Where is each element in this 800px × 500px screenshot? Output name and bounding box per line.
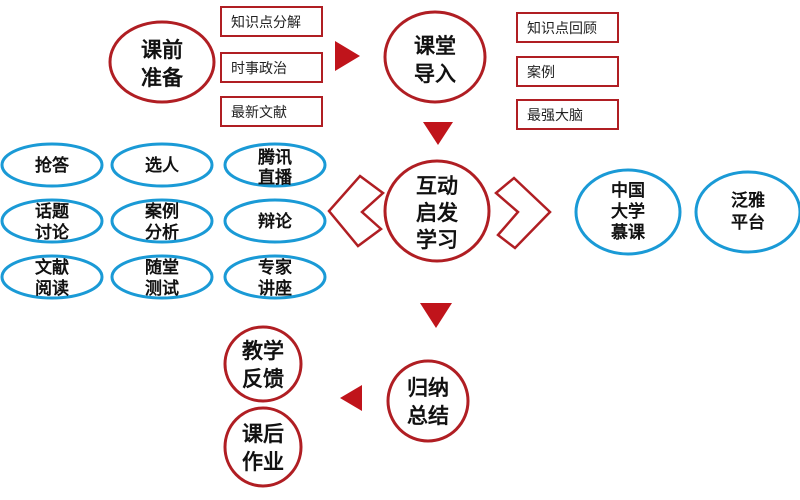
platform-label: 大学 bbox=[611, 201, 645, 222]
activity-label: 测试 bbox=[145, 278, 179, 299]
activity-ellipse bbox=[110, 198, 214, 244]
activity-ellipse bbox=[0, 198, 104, 244]
node-label: 互动 bbox=[416, 174, 458, 198]
node-ellipse bbox=[108, 20, 216, 104]
node-ellipse bbox=[383, 10, 487, 104]
activity-ellipse bbox=[0, 142, 104, 188]
activity-label: 直播 bbox=[258, 167, 293, 188]
activity-ellipse bbox=[223, 254, 327, 300]
node-label: 课前 bbox=[141, 38, 183, 62]
arrow-right-icon bbox=[335, 41, 360, 71]
activity-ellipse bbox=[223, 198, 327, 244]
activity-label: 讨论 bbox=[35, 222, 70, 243]
platform-label: 慕课 bbox=[610, 222, 646, 243]
box bbox=[516, 56, 619, 87]
chevron-right-icon bbox=[494, 176, 552, 250]
node-label: 导入 bbox=[414, 62, 456, 86]
box bbox=[516, 99, 619, 130]
node-label: 启发 bbox=[416, 201, 459, 225]
activity-label: 辩论 bbox=[258, 211, 293, 232]
activity-label: 专家 bbox=[258, 257, 292, 278]
node-label: 反馈 bbox=[242, 367, 284, 391]
activity-label: 文献 bbox=[35, 257, 69, 278]
node-label: 准备 bbox=[141, 66, 184, 90]
activity-ellipse bbox=[0, 254, 104, 300]
arrow-left-icon bbox=[340, 385, 362, 411]
node-ellipse bbox=[383, 159, 491, 263]
arrow-down-icon bbox=[423, 122, 453, 145]
box bbox=[220, 52, 323, 83]
box bbox=[516, 12, 619, 43]
node-label: 归纳 bbox=[407, 376, 449, 400]
node-label: 课后 bbox=[242, 422, 284, 446]
activity-label: 选人 bbox=[145, 156, 180, 176]
box-label: 时事政治 bbox=[231, 61, 287, 77]
activity-label: 腾讯 bbox=[258, 147, 292, 168]
node-label: 作业 bbox=[242, 450, 284, 474]
activity-label: 抢答 bbox=[35, 155, 70, 176]
activity-label: 随堂 bbox=[145, 257, 179, 278]
node-homework: 课后 作业 bbox=[223, 406, 303, 488]
pre-class-boxes: 知识点分解 时事政治 最新文献 bbox=[220, 6, 323, 127]
platform-ellipse bbox=[694, 170, 800, 254]
node-feedback: 教学 反馈 bbox=[223, 325, 303, 403]
activity-ellipse bbox=[110, 254, 214, 300]
node-label: 总结 bbox=[407, 404, 449, 428]
activity-label: 案例 bbox=[144, 201, 179, 222]
box-label: 最强大脑 bbox=[527, 108, 583, 124]
box-label: 最新文献 bbox=[231, 105, 287, 121]
node-pre-class: 课前 准备 bbox=[108, 20, 216, 104]
node-label: 课堂 bbox=[414, 34, 456, 58]
activity-ellipse bbox=[223, 142, 327, 188]
platform-label: 泛雅 bbox=[731, 190, 765, 211]
box-label: 案例 bbox=[527, 64, 555, 81]
node-ellipse bbox=[223, 406, 303, 488]
intro-boxes: 知识点回顾 案例 最强大脑 bbox=[516, 12, 619, 130]
node-ellipse bbox=[386, 359, 470, 443]
platform-label: 平台 bbox=[731, 212, 765, 233]
activity-label: 阅读 bbox=[35, 278, 69, 299]
platform-fanya: 泛雅 平台 bbox=[694, 170, 800, 254]
node-summary: 归纳 总结 bbox=[386, 359, 470, 443]
node-interactive: 互动 启发 学习 bbox=[383, 159, 491, 263]
activity-grid: 抢答 选人 腾讯 直播 话题 讨论 案例 分析 辩论 文献 阅读 随堂 测试 专… bbox=[0, 142, 327, 300]
box-label: 知识点分解 bbox=[231, 14, 301, 31]
node-ellipse bbox=[223, 325, 303, 403]
chevron-left-icon bbox=[327, 174, 385, 248]
activity-label: 分析 bbox=[145, 222, 179, 243]
platform-mooc: 中国 大学 慕课 bbox=[574, 168, 682, 256]
platform-ellipse bbox=[574, 168, 682, 256]
box bbox=[220, 96, 323, 127]
activity-label: 讲座 bbox=[258, 278, 292, 299]
node-label: 教学 bbox=[242, 339, 284, 363]
box bbox=[220, 6, 323, 37]
activity-ellipse bbox=[110, 142, 214, 188]
activity-label: 话题 bbox=[35, 201, 70, 222]
node-label: 学习 bbox=[416, 228, 458, 252]
node-intro: 课堂 导入 bbox=[383, 10, 487, 104]
platform-label: 中国 bbox=[611, 180, 645, 201]
arrow-down-icon bbox=[420, 303, 452, 328]
box-label: 知识点回顾 bbox=[527, 20, 597, 37]
